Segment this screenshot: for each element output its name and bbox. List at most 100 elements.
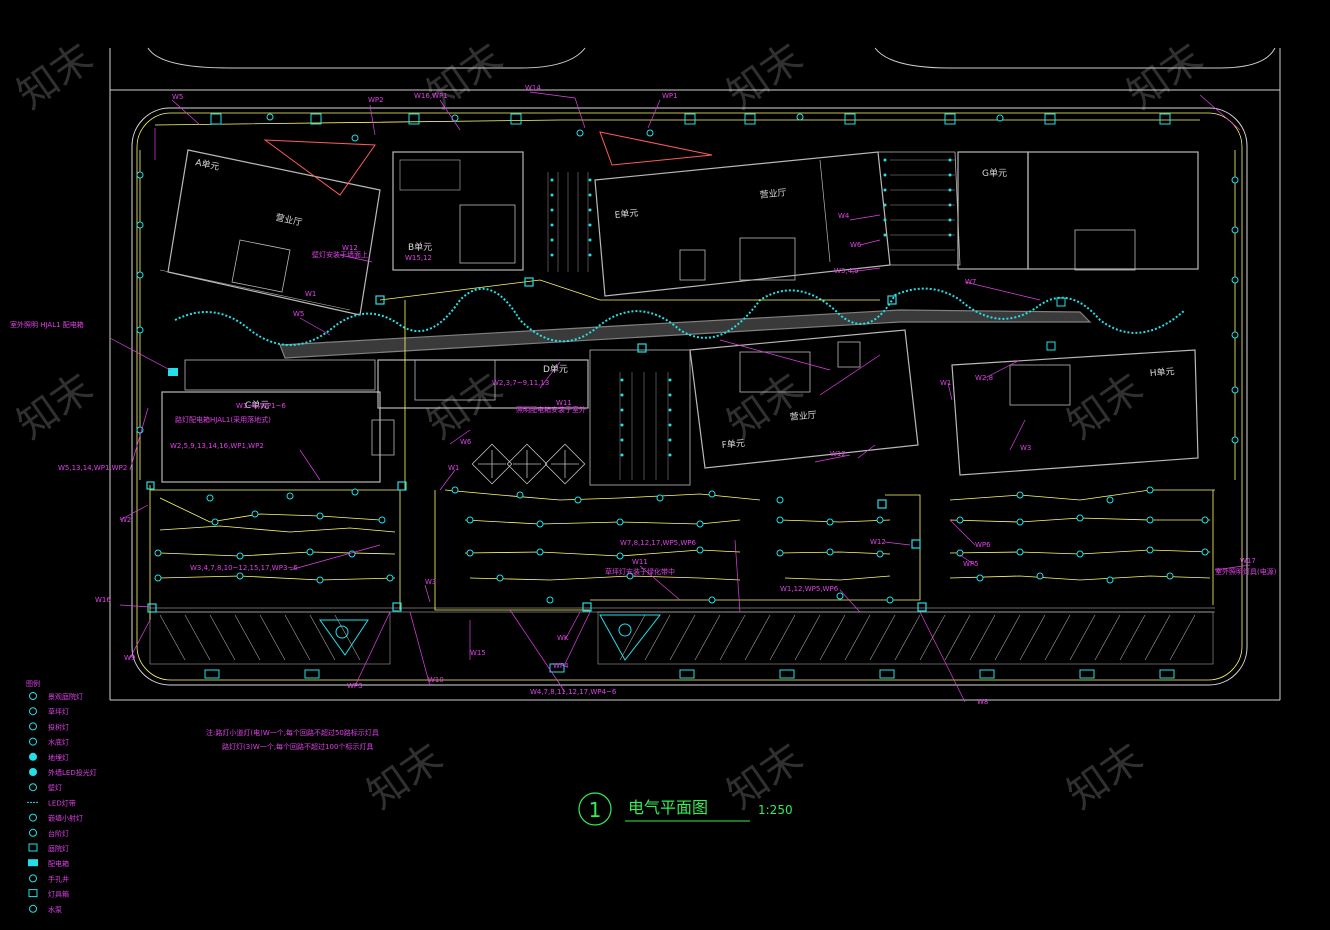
label-w9: W9 bbox=[124, 654, 135, 662]
label-w11: W11 bbox=[556, 399, 572, 407]
title-number-circle bbox=[578, 792, 612, 826]
label-pole-note: 草坪灯安装于绿化带中 bbox=[605, 567, 675, 576]
note-line-2: 路灯灯(3)W一个,每个回路不超过100个标示灯具 bbox=[222, 742, 373, 751]
legend-label: 壁灯 bbox=[48, 783, 62, 792]
legend-label: 草坪灯 bbox=[48, 707, 69, 716]
label-wp3: WP3 bbox=[347, 682, 363, 690]
legend-item: 手孔井 bbox=[29, 874, 69, 883]
legend-title: 图例 bbox=[26, 679, 40, 688]
legend-symbol-icon bbox=[29, 692, 37, 700]
label-light-note: 照明配电箱安装于室外 bbox=[516, 405, 586, 414]
label-w1-12: W1,12,WP5,WP6 bbox=[780, 585, 839, 593]
legend-item: 投树灯 bbox=[29, 722, 69, 731]
legend-symbol-icon bbox=[28, 859, 38, 867]
unit-e-sub: 营业厅 bbox=[759, 186, 787, 201]
step-lights bbox=[550, 158, 952, 457]
label-w16-wp1: W16,WP1 bbox=[414, 92, 448, 100]
legend-label: 地埋灯 bbox=[48, 753, 69, 762]
legend-item: 水底灯 bbox=[29, 737, 69, 747]
label-w11-b: W11 bbox=[632, 558, 648, 566]
label-wall-note: 壁灯安装于墙面上 bbox=[312, 250, 368, 259]
building-b bbox=[392, 151, 524, 271]
square-fixtures bbox=[204, 113, 1175, 679]
label-w7: W7 bbox=[965, 278, 976, 286]
label-w4-7: W4,7,8,11,12,17,WP4~6 bbox=[530, 688, 617, 696]
label-w17: W17 bbox=[1240, 557, 1256, 565]
legend-label: 投树灯 bbox=[48, 722, 69, 731]
unit-c-label: C单元 bbox=[245, 399, 269, 411]
label-w8: W8 bbox=[977, 698, 988, 706]
legend-symbol-icon bbox=[28, 843, 38, 852]
label-w5-mid: W5 bbox=[293, 310, 304, 318]
label-w16: W16 bbox=[95, 596, 111, 604]
legend-item: LED灯带 bbox=[27, 798, 76, 807]
legend-label: 水泵 bbox=[48, 905, 62, 914]
label-w12: W12 bbox=[342, 244, 358, 252]
title-number: 1 bbox=[589, 798, 602, 822]
legend-item: 壁灯 bbox=[29, 783, 62, 792]
site-boundary bbox=[109, 47, 1281, 701]
label-w15-12: W15,12 bbox=[405, 254, 432, 262]
circuit-labels: W5 WP2 W16,WP1 W14 WP1 W12 W15,12 W5 W1 … bbox=[10, 84, 1277, 706]
legend-symbol-icon bbox=[29, 828, 37, 837]
building-c bbox=[161, 391, 381, 483]
label-w1-low: W1 bbox=[448, 464, 459, 472]
legend-item: 配电箱 bbox=[28, 859, 69, 868]
label-w3-4: W3,4,7,8,10~12,15,17,WP3~6 bbox=[190, 564, 298, 572]
legend-label: 景观庭院灯 bbox=[48, 692, 83, 701]
unit-labels: A单元 营业厅 B单元 C单元 D单元 E单元 营业厅 F单元 营业厅 G单元 … bbox=[194, 156, 1175, 451]
label-w4: W4 bbox=[838, 212, 850, 220]
light-fixtures bbox=[136, 113, 1239, 604]
legend-label: 水底灯 bbox=[48, 738, 69, 747]
label-w12-r: W12 bbox=[870, 538, 886, 546]
title-block: 1 电气平面图 1:250 bbox=[578, 792, 793, 826]
label-wp6: WP6 bbox=[975, 541, 991, 549]
legend-item: 灯具箱 bbox=[28, 889, 69, 899]
label-w1-r: W1 bbox=[940, 379, 951, 387]
building-h bbox=[951, 349, 1199, 476]
label-wp4: WP4 bbox=[553, 662, 569, 670]
legend-item: 景观庭院灯 bbox=[29, 692, 83, 701]
label-w2-3-7: W2,3,7~9,11,13 bbox=[492, 379, 549, 387]
unit-d-label: D单元 bbox=[543, 363, 568, 375]
legend-symbol-icon bbox=[28, 889, 38, 898]
umbrellas bbox=[471, 443, 586, 485]
label-w6-r: W6 bbox=[850, 241, 862, 249]
label-w2-8: W2,8 bbox=[975, 374, 993, 382]
label-wp1-top: WP1 bbox=[662, 92, 678, 100]
label-w5-top: W5 bbox=[172, 93, 183, 101]
label-wk: WK bbox=[557, 634, 569, 642]
unit-g-label: G单元 bbox=[982, 167, 1007, 179]
label-w15: W15 bbox=[470, 649, 486, 657]
label-w3-r: W3 bbox=[1020, 444, 1031, 452]
drawing-scale: 1:250 bbox=[758, 803, 793, 817]
label-w14: W14 bbox=[525, 84, 541, 92]
label-w5-13: W5,13,14,WP1,WP2 bbox=[58, 464, 127, 472]
label-w3-b: W3 bbox=[425, 578, 436, 586]
legend-label: 庭院灯 bbox=[48, 844, 69, 853]
label-wp2-top: WP2 bbox=[368, 96, 384, 104]
unit-h-label: H单元 bbox=[1149, 365, 1175, 379]
legend-label: 手孔井 bbox=[48, 874, 69, 883]
label-w2-left: W2 bbox=[120, 516, 131, 524]
drawing-title: 电气平面图 bbox=[628, 798, 708, 817]
unit-f-label: F单元 bbox=[721, 437, 745, 451]
feature-triangles bbox=[263, 131, 713, 196]
tree-clusters bbox=[319, 614, 662, 661]
unit-b-label: B单元 bbox=[408, 241, 432, 253]
legend-label: 灯具箱 bbox=[48, 890, 69, 899]
legend-label: 嵌墙小射灯 bbox=[48, 814, 83, 823]
label-panel-note: 室外照明 HJAL1 配电箱 bbox=[10, 320, 84, 329]
label-lamp-note: 室外照明灯具(电源) bbox=[1215, 567, 1277, 576]
building-f bbox=[689, 329, 919, 469]
stair-hatching bbox=[547, 159, 955, 480]
legend-item: 台阶灯 bbox=[29, 828, 69, 838]
label-w3-9: W3,4,9 bbox=[834, 267, 859, 275]
legend-symbol-icon bbox=[29, 783, 37, 792]
distribution-panels bbox=[146, 277, 927, 613]
label-wp5: WP5 bbox=[963, 560, 979, 568]
label-wp1-6: W1~6,WP1~6 bbox=[236, 402, 286, 410]
unit-e-label: E单元 bbox=[614, 207, 639, 221]
